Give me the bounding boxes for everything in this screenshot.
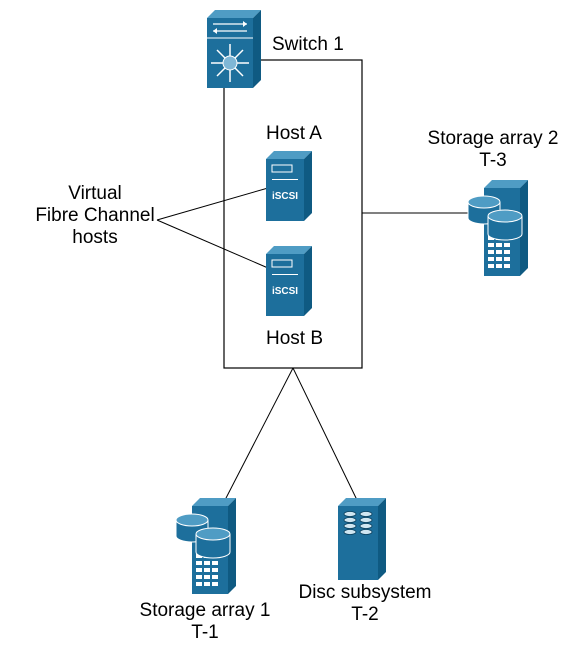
storage-array-1-target: T-1	[191, 622, 219, 643]
svg-text:iSCSI: iSCSI	[272, 286, 298, 297]
virtual-hosts-line-2: Fibre Channel	[35, 205, 155, 226]
switch-icon	[207, 10, 261, 88]
disc-subsystem-target: T-2	[351, 604, 379, 625]
storage-array-2-target: T-3	[479, 150, 507, 171]
storage-array-2-label: Storage array 2 T-3	[418, 128, 568, 172]
disc-subsystem-name: Disc subsystem	[298, 582, 432, 603]
server-icon: iSCSI	[266, 151, 312, 221]
virtual-hosts-label: Virtual Fibre Channel hosts	[30, 183, 160, 249]
virtual-hosts-line-3: hosts	[72, 227, 118, 248]
host-b-label: Host B	[266, 328, 324, 349]
host-a-label: Host A	[266, 123, 322, 144]
switch-label: Switch 1	[272, 34, 344, 55]
storage-array-2-name: Storage array 2	[427, 128, 559, 149]
pointer-host-b	[156, 219, 269, 269]
link-disc-subsystem	[292, 367, 358, 501]
server-icon: iSCSI	[266, 246, 312, 316]
storage-array-icon	[175, 498, 236, 594]
virtual-hosts-line-1: Virtual	[68, 183, 122, 204]
pointer-host-a	[156, 187, 269, 221]
storage-array-1-label: Storage array 1 T-1	[130, 600, 280, 644]
disc-subsystem-icon	[338, 498, 386, 580]
storage-array-1-name: Storage array 1	[139, 600, 271, 621]
disc-subsystem-label: Disc subsystem T-2	[290, 582, 440, 626]
svg-text:iSCSI: iSCSI	[272, 191, 298, 202]
link-storage-array-1	[224, 367, 294, 501]
storage-array-icon	[467, 180, 528, 276]
